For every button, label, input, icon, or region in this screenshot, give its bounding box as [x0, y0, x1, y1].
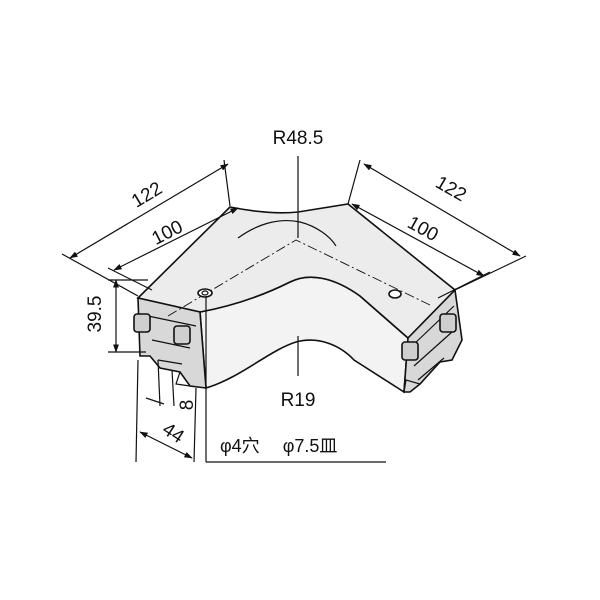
hole-note: φ4穴 φ7.5皿	[220, 436, 337, 456]
dim-left-outer-length: 122	[128, 178, 166, 212]
dim-inner-radius: R19	[281, 390, 316, 411]
mount-hole-left	[197, 288, 213, 298]
dim-slot-offset: 8	[177, 400, 198, 411]
dimension-lines	[61, 156, 527, 463]
dim-height: 39.5	[85, 296, 106, 333]
dim-right-outer-length: 122	[432, 172, 470, 206]
hole-spec: φ4穴	[220, 436, 260, 456]
mount-hole-right	[388, 289, 402, 299]
dim-outer-radius: R48.5	[273, 128, 324, 149]
countersink-spec: φ7.5皿	[283, 436, 338, 456]
outer-rim	[237, 219, 337, 247]
dim-right-inner-length: 100	[404, 212, 442, 246]
dim-left-inner-length: 100	[149, 217, 187, 250]
